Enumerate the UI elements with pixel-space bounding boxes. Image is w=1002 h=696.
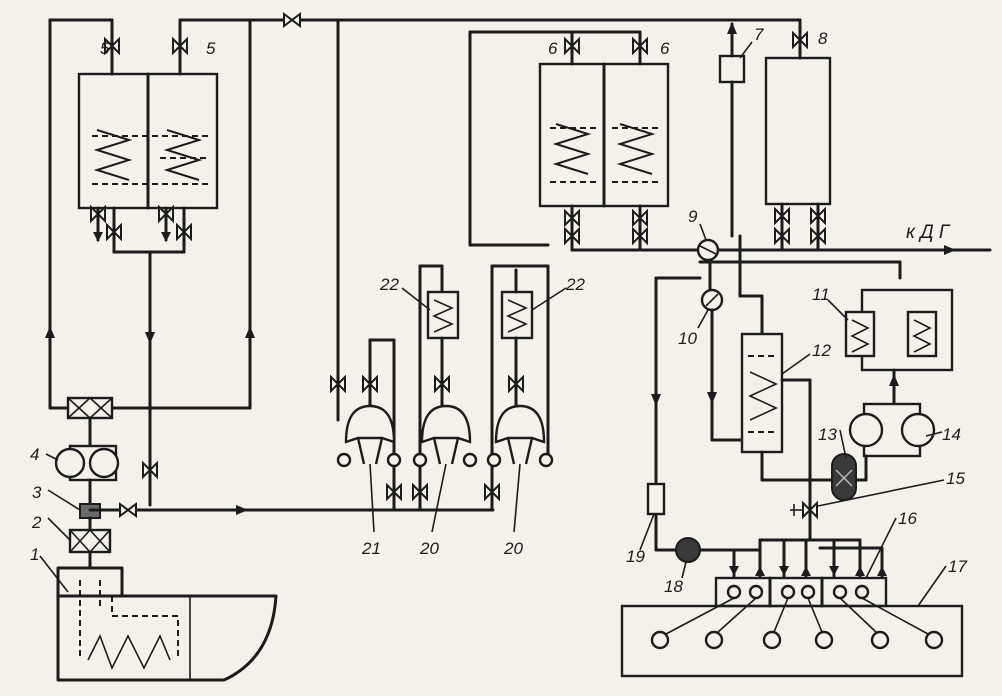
component-labels: 1 2 3 4 5 5 6 6 7 8 9 10 11 12 13 14 15 … [30,25,967,596]
tank-5-inlet-pipes [48,18,252,410]
label-20-left: 20 [419,539,439,558]
label-4: 4 [30,445,39,464]
leader-lines [39,41,947,607]
pump-20-group-b [484,264,554,512]
label-16: 16 [898,509,917,528]
label-22-right: 22 [565,275,585,294]
pump-21-group [330,338,402,512]
label-21: 21 [361,539,381,558]
label-2: 2 [31,513,42,532]
label-14: 14 [942,425,961,444]
settling-tanks-6 [538,30,702,252]
feed-pump-4-assembly [48,396,252,570]
heater-12 [738,294,812,542]
flowmeter-10-line [700,260,744,442]
label-12: 12 [812,341,831,360]
label-3: 3 [32,483,42,502]
label-18: 18 [664,577,683,596]
tank-5-outlet-pipes [90,206,192,507]
label-6-right: 6 [660,39,670,58]
ship-tank-1 [56,566,278,682]
label-8: 8 [818,29,828,48]
valve-15 [790,502,818,518]
filters-11 [844,288,954,406]
three-way-valve-9 [696,234,902,298]
distribution-manifold-16 [675,537,888,608]
label-17: 17 [948,557,967,576]
storage-tanks-5 [77,72,219,210]
label-1: 1 [30,545,39,564]
main-supply-line [88,462,495,517]
label-11: 11 [812,285,830,304]
label-10: 10 [678,329,697,348]
label-20-right: 20 [503,539,523,558]
label-6-left: 6 [548,39,558,58]
label-13: 13 [818,425,837,444]
pump-20-group-a [412,264,478,512]
label-5-right: 5 [206,39,216,58]
return-line-19 [646,276,702,552]
tank-8 [714,18,992,255]
filter-13 [831,453,857,501]
vent-7 [718,22,746,238]
label-15: 15 [946,469,965,488]
label-5-left: 5 [100,39,110,58]
pumps-14 [808,402,936,482]
diesel-engine-17 [620,597,964,678]
label-19: 19 [626,547,645,566]
outlet-note: к Д Г [906,222,951,243]
flow-arrows-left [45,326,255,338]
label-7: 7 [754,25,764,44]
label-22-left: 22 [379,275,399,294]
top-header-line [248,13,802,352]
label-9: 9 [688,207,698,226]
